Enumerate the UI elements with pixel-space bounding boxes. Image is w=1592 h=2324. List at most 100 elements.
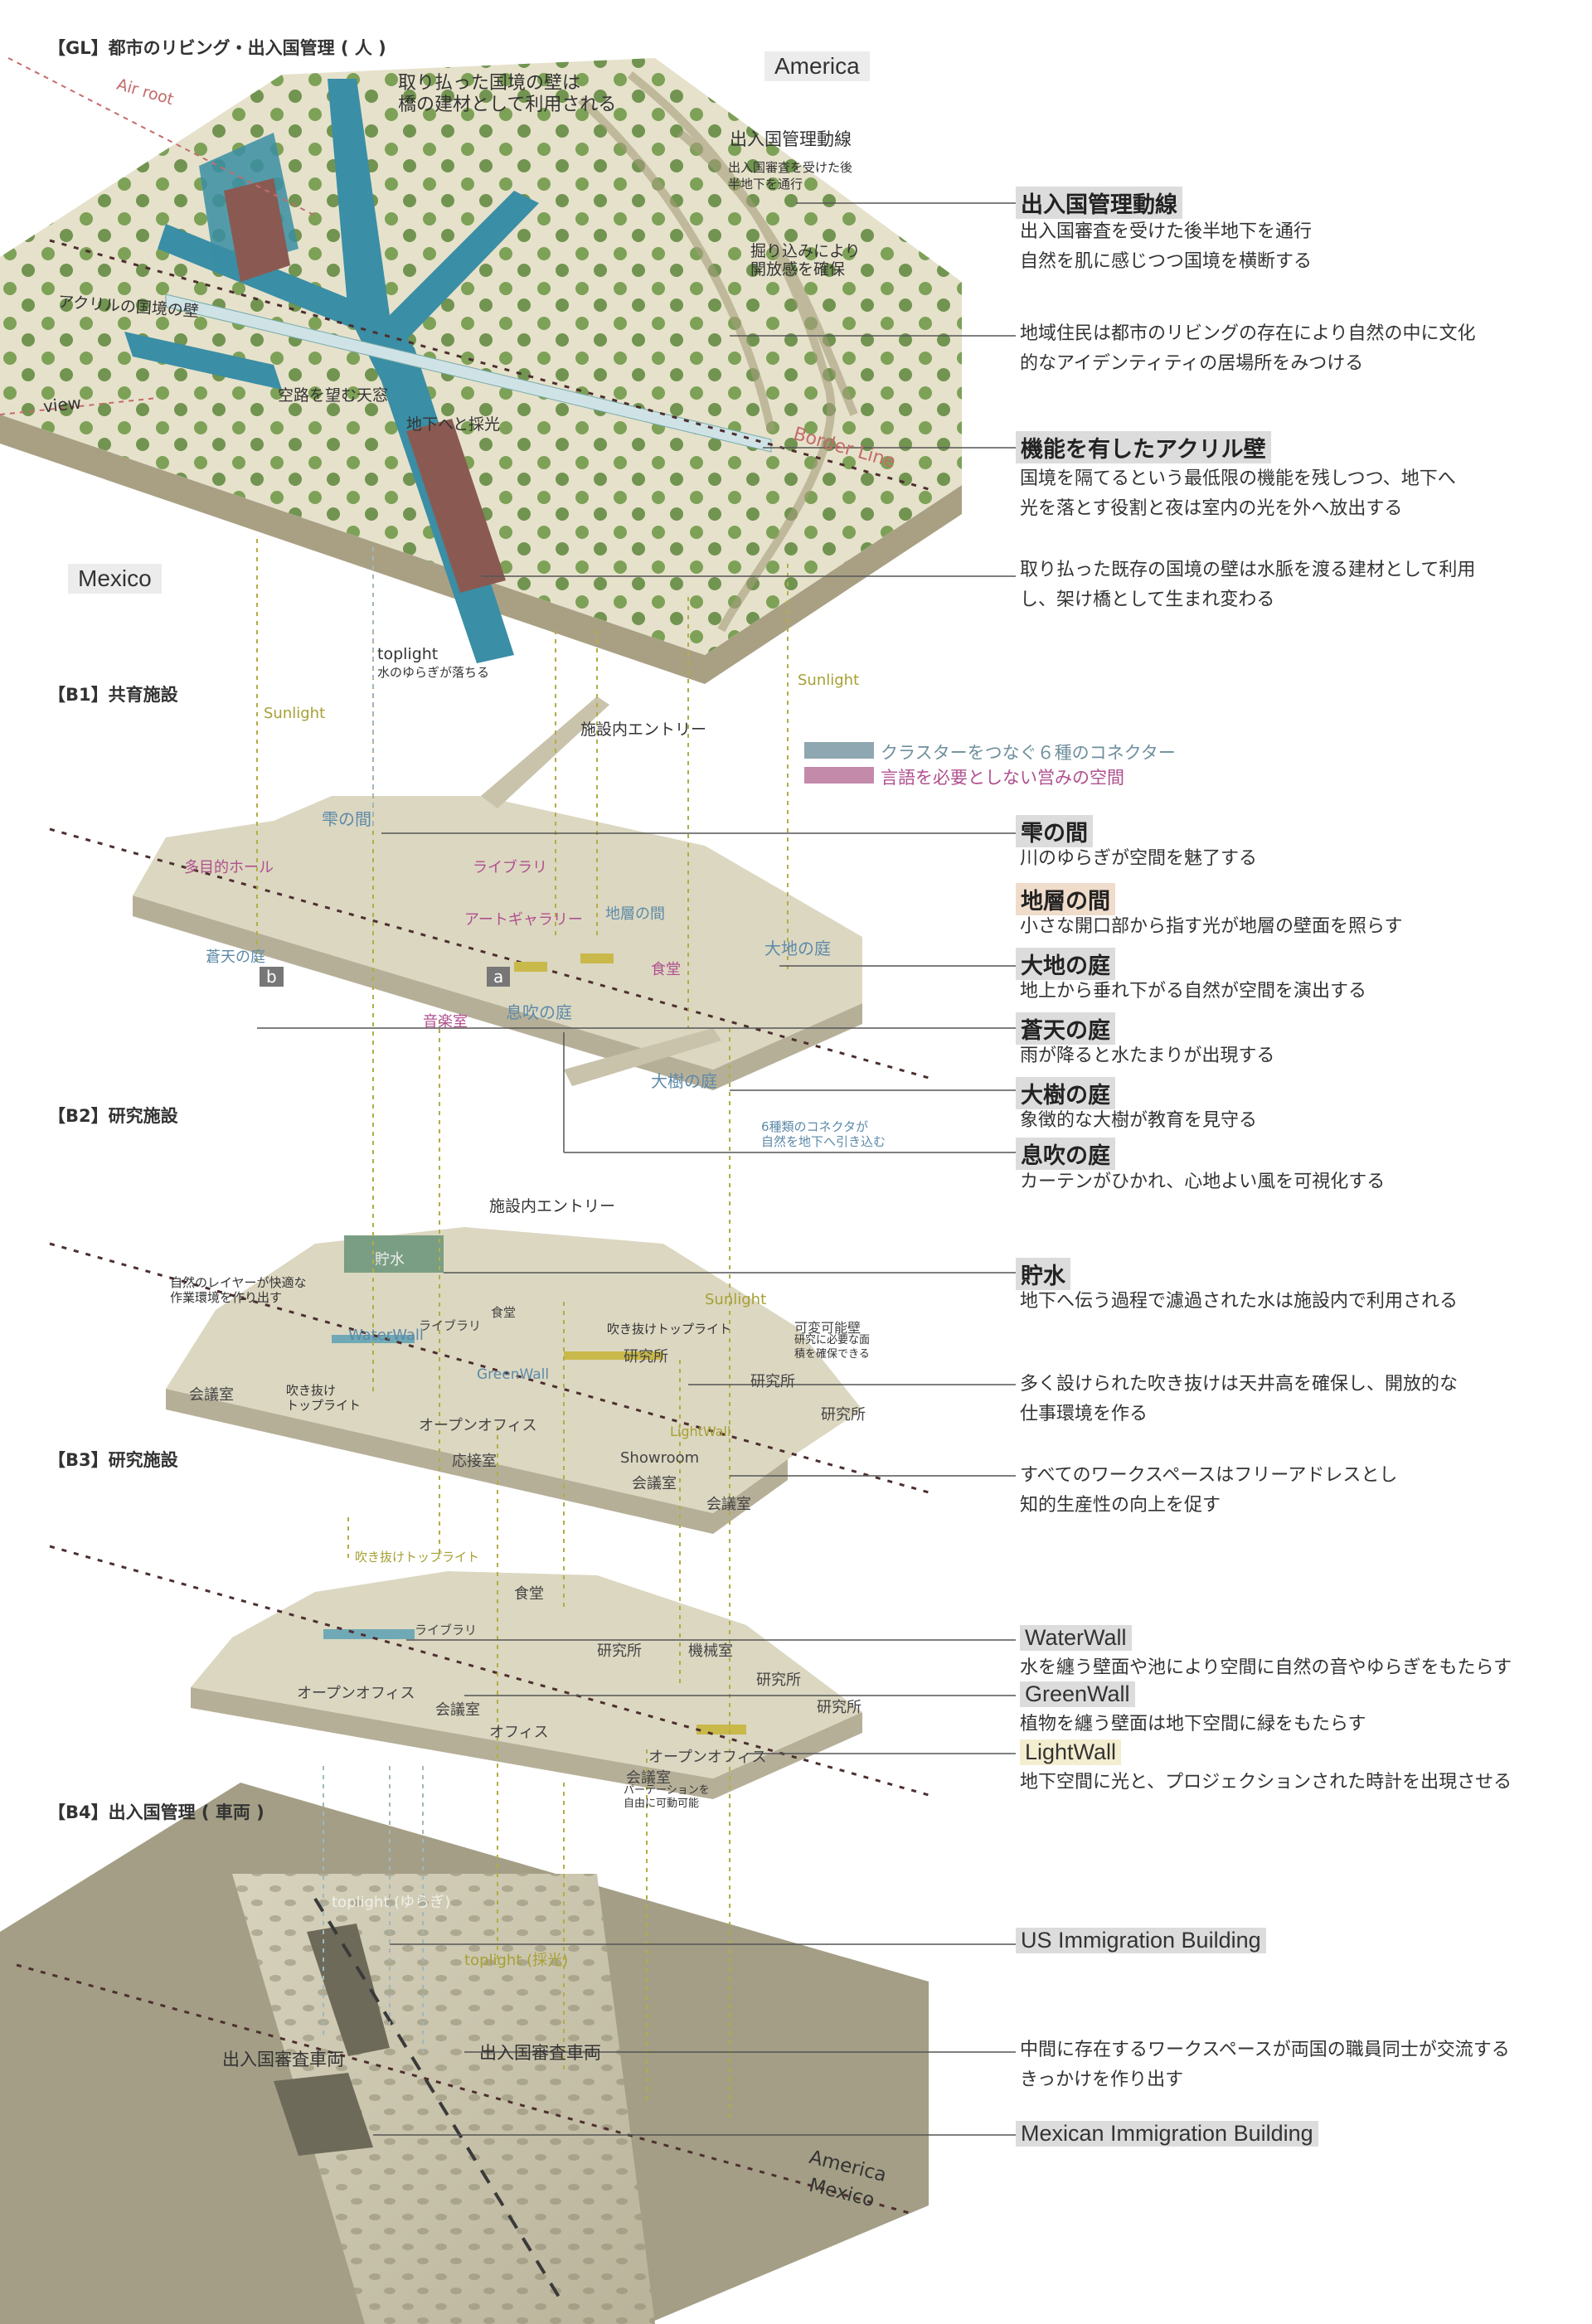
legend-nonverbal-text: 言語を必要としない営みの空間 (881, 768, 1124, 788)
mex-building (274, 2073, 373, 2156)
b2-greenwall-label: GreenWall (477, 1366, 550, 1383)
wall-reuse-label: 取り払った国境の壁は 橋の建材として利用される (398, 73, 617, 115)
b3-partition-note: パーテーションを 自由に可動可能 (624, 1784, 710, 1810)
annotation-body-fukinuke: 多く設けられた吹き抜けは天井高を確保し、開放的な 仕事環境を作る (1020, 1374, 1459, 1424)
view-line (0, 397, 158, 415)
b2-kahen-sub: 研究に必要な面 積を確保できる (794, 1334, 871, 1361)
leader-lines (257, 202, 1016, 2136)
annotation-title-chiso: 地層の間 (1016, 883, 1115, 915)
b3-kikai-label: 機械室 (688, 1642, 733, 1660)
annotation-body-soten: 雨が降ると水たまりが出現する (1020, 1046, 1275, 1066)
openness-label: 掘り込みにより 開放感を確保 (750, 242, 861, 279)
sky-view-label: 空路を望む天窓 (278, 386, 389, 405)
b1-highlight-a (580, 953, 614, 963)
country-label-america: America (764, 51, 870, 81)
air-root-line (7, 57, 316, 216)
annotation-title-soten: 蒼天の庭 (1016, 1012, 1115, 1045)
annotation-title-acrylic: 機能を有したアクリル壁 (1016, 431, 1271, 463)
river-branch-right (390, 191, 539, 340)
b1-shizuku-label: 雫の間 (322, 809, 371, 829)
b2-slab-top (166, 1227, 862, 1513)
b3-kaigi1-label: 会議室 (435, 1701, 480, 1719)
b1-multi-hall-label: 多目的ホール (184, 859, 274, 876)
b2-setsugu-label: 応接室 (452, 1453, 497, 1470)
b2-kahen-label: 可変可能壁 (794, 1320, 862, 1336)
b2-lab3-label: 研究所 (821, 1406, 866, 1424)
b2-lab2-label: 研究所 (750, 1373, 795, 1390)
legend-swatch-connector (804, 742, 874, 759)
b1-entry-corridor-lower (564, 1028, 721, 1086)
annotation-title-daichi: 大地の庭 (1016, 948, 1115, 980)
b1-taiju-label: 大樹の庭 (651, 1071, 717, 1091)
annotation-body-bridge: 取り払った既存の国境の壁は水脈を渡る建材として利用 し、架け橋として生まれ変わる (1020, 560, 1476, 610)
annotation-body-identity: 地域住民は都市のリビングの存在により自然の中に文化 的なアイデンティティの居場所… (1020, 323, 1476, 374)
annotation-body-lightwall: 地下空間に光と、プロジェクションされた時計を出現させる (1020, 1772, 1512, 1793)
b1-library-label: ライブラリ (473, 859, 547, 876)
b2-kaigi1-label: 会議室 (189, 1386, 234, 1404)
b1-soten-label: 蒼天の庭 (206, 949, 265, 966)
river-left-lower (124, 332, 282, 390)
b2-lightwall-label: LightWall (670, 1424, 731, 1439)
toplight-sub-label: 水のゆらぎが落ちる (377, 665, 490, 680)
annotation-body-taiju: 象徴的な大樹が教育を見守る (1020, 1110, 1258, 1131)
b1-art-gallery-label: アートギャラリー (464, 911, 583, 929)
b1-highlight-b (514, 962, 547, 972)
annotation-body-ibuki: カーテンがひかれ、心地よい風を可視化する (1020, 1172, 1386, 1192)
bridge-lower (406, 419, 506, 593)
b3-lab1-label: 研究所 (597, 1642, 642, 1660)
gl-landscape (0, 57, 962, 684)
annotation-body-route: 出入国審査を受けた後半地下を通行 自然を肌に感じつつ国境を横断する (1020, 221, 1313, 272)
annotation-body-workspace: 中間に存在するワークスペースが両国の職員同士が交流する きっかけを作り出す (1020, 2040, 1510, 2090)
b4-border-line (16, 1963, 913, 2215)
b2-fukinuke-top-label: 吹き抜けトップライト (607, 1322, 732, 1337)
level-title-gl: 【GL】都市のリビング・出入国管理 ( 人 ) (48, 38, 386, 58)
b2-open-office-label: オープンオフィス (419, 1417, 537, 1434)
b3-library-label: ライブラリ (415, 1623, 478, 1637)
level-title-b3: 【B3】研究施設 (48, 1450, 178, 1470)
b1-daichi-label: 大地の庭 (764, 939, 831, 958)
us-building (307, 1924, 390, 2056)
annotation-title-shizuku: 雫の間 (1016, 815, 1093, 847)
b4-car-check-label-1: 出入国審査車両 (222, 2050, 344, 2069)
annotation-body-acrylic: 国境を隔てるという最低限の機能を残しつつ、地下へ 光を落とす役割と夜は室内の光を… (1020, 468, 1456, 519)
annotation-title-chosui: 貯水 (1016, 1258, 1070, 1290)
b2-kaigi2-label: 会議室 (632, 1475, 677, 1492)
light-shafts (256, 539, 789, 2123)
b2-showroom-label: Showroom (620, 1449, 700, 1467)
b4-ground (0, 1783, 929, 2324)
annotation-title-waterwall: WaterWall (1020, 1625, 1132, 1651)
level-title-b2: 【B2】研究施設 (48, 1106, 178, 1126)
b1-ibuki-label: 息吹の庭 (506, 1002, 572, 1022)
annotation-title-taiju: 大樹の庭 (1016, 1077, 1115, 1109)
view-label: view (41, 392, 83, 417)
b2-entry-label: 施設内エントリー (489, 1197, 616, 1215)
b1-entry-label: 施設内エントリー (580, 720, 707, 739)
b3-office-label: オフィス (489, 1724, 549, 1741)
b3-kaigi2-label: 会議室 (626, 1769, 671, 1787)
b2-slab (49, 1227, 929, 1534)
route-small-label: 出入国審査を受けた後 半地下を通行 (728, 160, 853, 192)
annotation-title-route: 出入国管理動線 (1016, 187, 1182, 219)
b3-fukinuke-top-label: 吹き抜けトップライト (355, 1550, 480, 1565)
b3-open-office2-label: オープンオフィス (648, 1749, 767, 1766)
b1-entry-corridor (481, 696, 609, 808)
b3-slab-top (191, 1571, 862, 1778)
b2-fukinuke-label: 吹き抜け トップライト (286, 1383, 362, 1413)
b2-border-line (49, 1242, 929, 1494)
b1-marker-a: a (487, 967, 511, 987)
toplight-shafts (323, 547, 424, 2056)
sunlight-label-right: Sunlight (798, 672, 860, 689)
underground-light-label: 地下へと採光 (406, 415, 501, 434)
b3-lab2-label: 研究所 (756, 1671, 801, 1689)
sunlight-label-b2: Sunlight (705, 1291, 767, 1308)
b2-kaigi3-label: 会議室 (706, 1496, 751, 1513)
annotation-title-mex-building: Mexican Immigration Building (1016, 2121, 1318, 2147)
b2-waterwall-label: WaterWall (348, 1327, 424, 1344)
b4-toplight-saiko-label: toplight (採光) (464, 1952, 569, 1969)
b1-shokudo-label: 食堂 (651, 961, 681, 978)
b3-shokudo-label: 食堂 (514, 1585, 544, 1603)
legend-swatch-nonverbal (804, 767, 874, 784)
sunlight-label-left: Sunlight (264, 705, 326, 722)
b1-ongaku-label: 音楽室 (423, 1013, 468, 1031)
